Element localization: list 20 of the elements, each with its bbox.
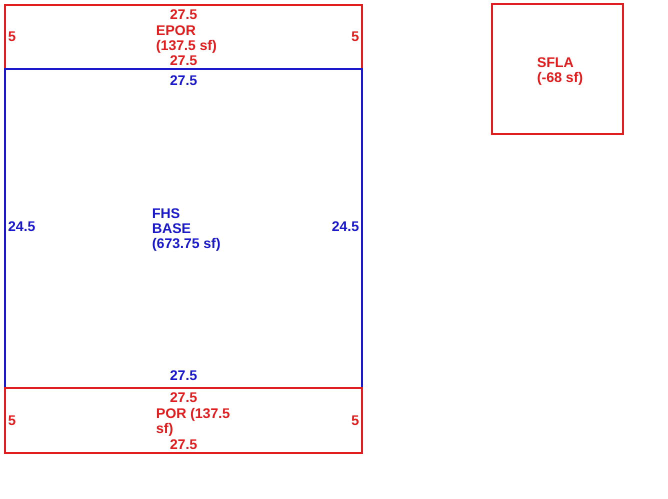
dimension-label: 27.5 (170, 53, 198, 68)
area-outline (4, 68, 363, 389)
dimension-label: 24.5 (332, 219, 359, 234)
dimension-label: 27.5 (170, 368, 198, 383)
dimension-label: 5 (8, 29, 16, 44)
dimension-label: 24.5 (8, 219, 36, 234)
dimension-label: 5 (351, 29, 359, 44)
area-label: FHS BASE (673.75 sf) (152, 206, 222, 251)
dimension-label: 27.5 (170, 390, 198, 405)
dimension-label: 5 (8, 413, 16, 428)
area-outline (4, 387, 363, 454)
area-outline (4, 4, 363, 70)
area-label: EPOR (137.5 sf) (156, 23, 218, 53)
dimension-label: 27.5 (170, 7, 198, 22)
area-label: SFLA (-68 sf) (537, 55, 584, 85)
dimension-label: 5 (351, 413, 359, 428)
area-label: POR (137.5 sf) (156, 406, 231, 436)
dimension-label: 27.5 (170, 73, 198, 88)
dimension-label: 27.5 (170, 437, 198, 452)
area-outline (491, 3, 624, 135)
